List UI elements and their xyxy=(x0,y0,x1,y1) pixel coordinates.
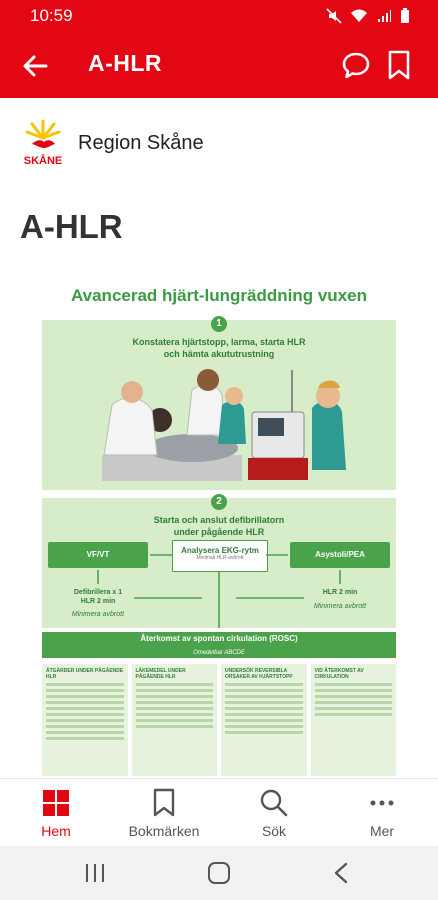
analyze-ecg-box: Analysera EKG-rytm Minimalt HLR-avbrott xyxy=(172,540,268,572)
nav-home[interactable]: Hem xyxy=(6,787,106,839)
info-column: ÅTGÄRDER UNDER PÅGÅENDE HLR xyxy=(42,664,128,776)
battery-icon xyxy=(401,8,409,23)
step-1-number: 1 xyxy=(211,316,227,332)
nav-search-label: Sök xyxy=(261,823,287,839)
organization-header: SKÅNE Region Skåne xyxy=(20,118,204,168)
vf-vt-action: Defibrillera x 1 HLR 2 min xyxy=(73,589,123,605)
asystole-note: Minimera avbrott xyxy=(313,603,367,610)
nav-more[interactable]: Mer xyxy=(332,787,432,839)
rosc-title: Återkomst av spontan cirkulation (ROSC) xyxy=(140,634,298,643)
more-icon xyxy=(370,800,394,806)
step-2-panel: 2 Starta och anslut defibrillatorn under… xyxy=(42,494,396,628)
analyze-ecg-sub: Minimalt HLR-avbrott xyxy=(196,555,244,561)
step-2-text: Starta och anslut defibrillatorn under p… xyxy=(153,515,285,537)
step-2-number: 2 xyxy=(211,494,227,510)
comment-icon[interactable] xyxy=(340,49,372,81)
status-icons xyxy=(326,8,410,24)
home-grid-icon xyxy=(43,790,69,816)
search-icon xyxy=(260,789,288,817)
algorithm-document: Avancerad hjärt-lungräddning vuxen 1 Kon… xyxy=(40,284,398,776)
nav-more-label: Mer xyxy=(369,823,395,839)
info-columns: ÅTGÄRDER UNDER PÅGÅENDE HLR LÄKEMEDEL UN… xyxy=(42,664,396,776)
bookmark-icon[interactable] xyxy=(386,49,412,81)
app-bar: A-HLR xyxy=(0,32,438,98)
info-column-heading: ÅTGÄRDER UNDER PÅGÅENDE HLR xyxy=(46,668,124,680)
recent-apps-icon[interactable] xyxy=(84,862,106,884)
status-bar: 10:59 xyxy=(0,0,438,32)
asystole-action: HLR 2 min xyxy=(322,589,358,596)
system-navigation-bar xyxy=(0,846,438,900)
region-skane-logo: SKÅNE xyxy=(24,119,63,167)
info-column: LÄKEMEDEL UNDER PÅGÅENDE HLR xyxy=(131,664,217,776)
nav-bookmarks-label: Bokmärken xyxy=(128,823,200,839)
vf-vt-box: VF/VT xyxy=(48,542,148,568)
asystole-pea-box: Asystoli/PEA xyxy=(290,542,390,568)
status-time: 10:59 xyxy=(30,6,73,25)
vf-vt-note: Minimera avbrott xyxy=(71,611,125,618)
page-title: A-HLR xyxy=(20,208,123,245)
app-bar-title: A-HLR xyxy=(88,50,163,76)
signal-icon xyxy=(378,10,391,22)
bottom-navigation: Hem Bokmärken Sök Mer xyxy=(0,778,438,847)
svg-text:SKÅNE: SKÅNE xyxy=(24,154,63,167)
analyze-ecg-label: Analysera EKG-rytm xyxy=(181,546,259,555)
info-column-heading: VID ÅTERKOMST AV CIRKULATION xyxy=(314,668,364,680)
mute-icon xyxy=(326,8,342,24)
nav-home-label: Hem xyxy=(41,823,71,839)
rosc-sub: Omedelbar ABCDE xyxy=(193,650,245,656)
step-1-panel: 1 Konstatera hjärtstopp, larma, starta H… xyxy=(42,316,396,490)
back-arrow-icon[interactable] xyxy=(20,51,50,81)
organization-name: Region Skåne xyxy=(78,131,204,154)
nav-search[interactable]: Sök xyxy=(224,787,324,839)
rosc-box: Återkomst av spontan cirkulation (ROSC) … xyxy=(42,632,396,658)
resuscitation-illustration xyxy=(102,369,346,481)
info-column: UNDERSÖK REVERSIBLA ORSAKER AV HJÄRTSTOP… xyxy=(221,664,307,776)
step-1-text: Konstatera hjärtstopp, larma, starta HLR… xyxy=(132,337,306,359)
info-column-heading: UNDERSÖK REVERSIBLA ORSAKER AV HJÄRTSTOP… xyxy=(225,668,293,680)
home-button-icon[interactable] xyxy=(207,861,231,885)
document-title: Avancerad hjärt-lungräddning vuxen xyxy=(71,286,367,305)
bookmark-icon xyxy=(153,788,175,817)
info-column: VID ÅTERKOMST AV CIRKULATION xyxy=(310,664,396,776)
info-column-heading: LÄKEMEDEL UNDER PÅGÅENDE HLR xyxy=(135,668,186,680)
wifi-icon xyxy=(351,9,367,22)
nav-bookmarks[interactable]: Bokmärken xyxy=(114,787,214,839)
back-button-icon[interactable] xyxy=(332,861,350,885)
